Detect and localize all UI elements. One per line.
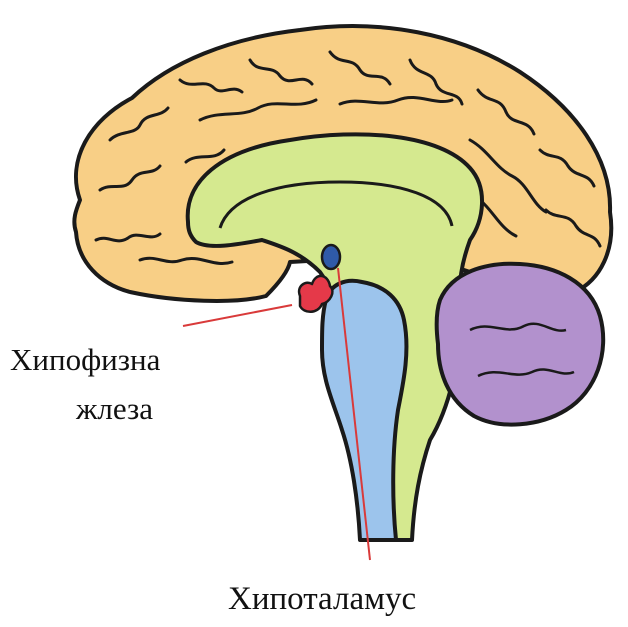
label-hypothalamus: Хипоталамус (228, 583, 416, 616)
cerebellum (437, 264, 604, 425)
hypothalamus-dot (322, 245, 340, 269)
label-pituitary-gland-line2: жлеза (76, 393, 153, 424)
label-pituitary-gland-line1: Хипофизна (10, 344, 160, 375)
pointer-line-pituitary (183, 305, 292, 326)
